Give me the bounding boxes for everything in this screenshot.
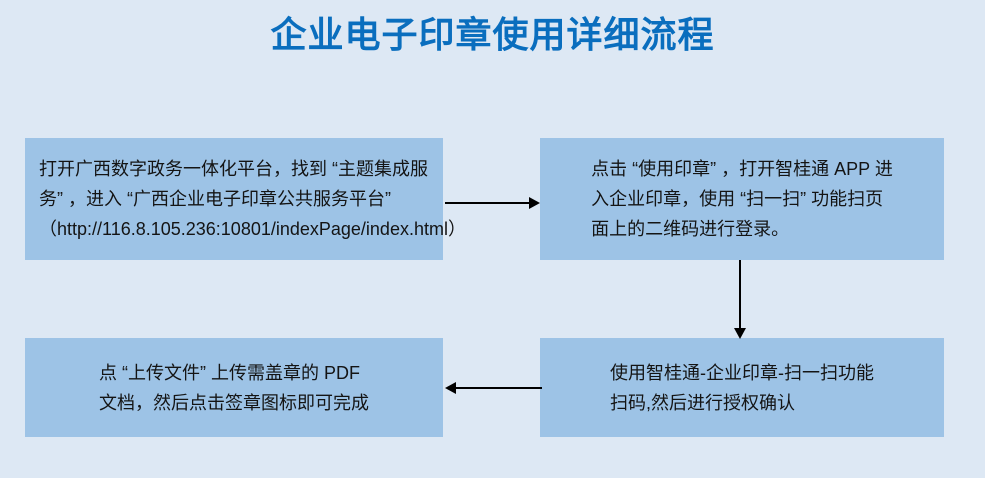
step-4-line-2: 文档，然后点击签章图标即可完成 xyxy=(99,392,369,413)
step-3-line-1: 使用智桂通-企业印章-扫一扫功能 xyxy=(610,362,874,383)
arrow-shaft xyxy=(445,202,530,204)
step-1-box: 打开广西数字政务一体化平台，找到 “主题集成服 务” ，进入 “广西企业电子印章… xyxy=(25,138,466,260)
arrow-head-right-icon xyxy=(529,197,540,209)
step-3-box: 使用智桂通-企业印章-扫一扫功能 扫码,然后进行授权确认 xyxy=(540,338,944,437)
step-4-text: 点 “上传文件” 上传需盖章的 PDF 文档，然后点击签章图标即可完成 xyxy=(99,358,369,418)
arrow-head-down-icon xyxy=(734,328,746,339)
step-1-text: 打开广西数字政务一体化平台，找到 “主题集成服 务” ，进入 “广西企业电子印章… xyxy=(25,154,469,244)
step-2-box: 点击 “使用印章” ，打开智桂通 APP 进 入企业印章，使用 “扫一扫” 功能… xyxy=(540,138,944,260)
arrow-shaft xyxy=(456,387,542,389)
step-4-box: 点 “上传文件” 上传需盖章的 PDF 文档，然后点击签章图标即可完成 xyxy=(25,338,443,437)
step-1-line-1: 打开广西数字政务一体化平台，找到 “主题集成服 xyxy=(39,159,428,179)
step-3-text: 使用智桂通-企业印章-扫一扫功能 扫码,然后进行授权确认 xyxy=(610,358,874,418)
step-4-line-1: 点 “上传文件” 上传需盖章的 PDF xyxy=(99,362,360,383)
step-2-text: 点击 “使用印章” ，打开智桂通 APP 进 入企业印章，使用 “扫一扫” 功能… xyxy=(591,154,893,244)
step-2-line-2: 入企业印章，使用 “扫一扫” 功能扫页 xyxy=(591,189,884,209)
step-2-line-3: 面上的二维码进行登录。 xyxy=(591,219,790,239)
page-title: 企业电子印章使用详细流程 xyxy=(270,14,715,55)
step-3-line-2: 扫码,然后进行授权确认 xyxy=(610,392,795,413)
step-1-line-2: 务” ，进入 “广西企业电子印章公共服务平台” xyxy=(39,189,391,209)
arrow-head-left-icon xyxy=(445,382,456,394)
step-1-line-3: （http://116.8.105.236:10801/indexPage/in… xyxy=(39,219,466,239)
step-2-line-1: 点击 “使用印章” ，打开智桂通 APP 进 xyxy=(591,159,893,179)
arrow-shaft xyxy=(739,260,741,329)
